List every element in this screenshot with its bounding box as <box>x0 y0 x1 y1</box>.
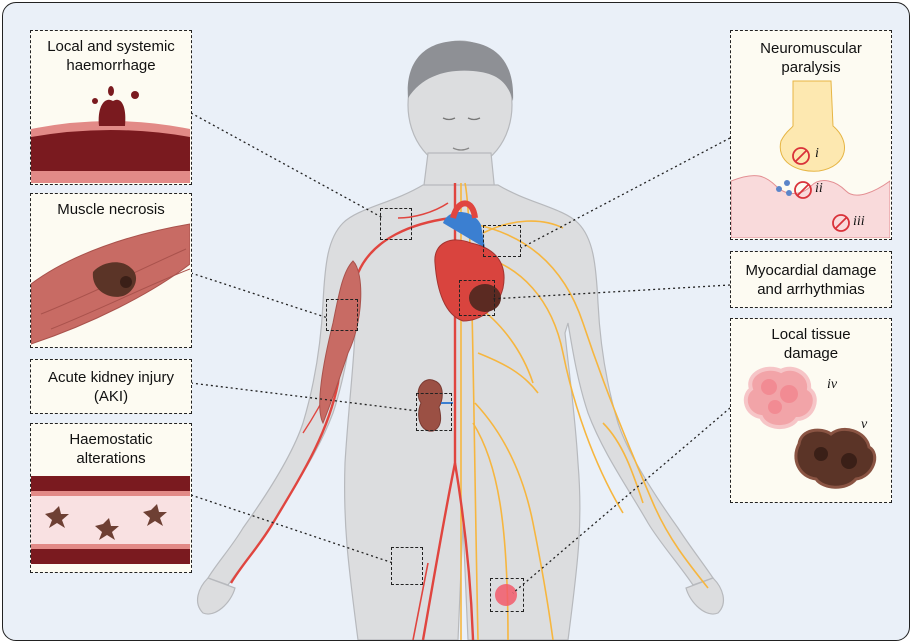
callout-haemorrhage-site <box>380 208 412 240</box>
myocardial-label-line2: and arrhythmias <box>731 280 891 299</box>
necrosis-panel: Muscle necrosis <box>30 193 192 348</box>
haemostatic-panel: Haemostatic alterations <box>30 423 192 573</box>
aki-panel: Acute kidney injury (AKI) <box>30 359 192 414</box>
callout-muscle-site <box>326 299 358 331</box>
callout-heart-site <box>459 280 495 316</box>
callout-haemostatic-site <box>391 547 423 585</box>
neuromuscular-illustration <box>731 31 890 238</box>
aki-label-line2: (AKI) <box>31 387 191 406</box>
marker-ii: ii <box>815 181 823 197</box>
neuromuscular-panel: Neuromuscular paralysis i ii iii <box>730 30 892 240</box>
callout-neuromuscular-site <box>483 225 521 257</box>
marker-i: i <box>815 146 819 162</box>
myocardial-label-line1: Myocardial damage <box>731 261 891 280</box>
haemostatic-illustration <box>31 424 190 571</box>
tissue-illustration <box>731 319 890 501</box>
marker-iv: iv <box>827 377 837 393</box>
callout-tissue-site <box>490 578 524 612</box>
haemorrhage-panel: Local and systemic haemorrhage <box>30 30 192 185</box>
necrotic-tissue <box>796 429 875 487</box>
marker-iii: iii <box>853 214 865 230</box>
myocardial-label: Myocardial damage and arrhythmias <box>731 261 891 299</box>
marker-v: v <box>861 417 867 433</box>
tissue-panel: Local tissue damage iv v <box>730 318 892 503</box>
aki-label-line1: Acute kidney injury <box>31 368 191 387</box>
aki-label: Acute kidney injury (AKI) <box>31 368 191 406</box>
haemorrhage-illustration <box>31 31 190 183</box>
callout-kidney-site <box>416 393 452 431</box>
necrosis-illustration <box>31 194 190 346</box>
inflamed-tissue <box>746 369 815 427</box>
myocardial-panel: Myocardial damage and arrhythmias <box>730 251 892 308</box>
